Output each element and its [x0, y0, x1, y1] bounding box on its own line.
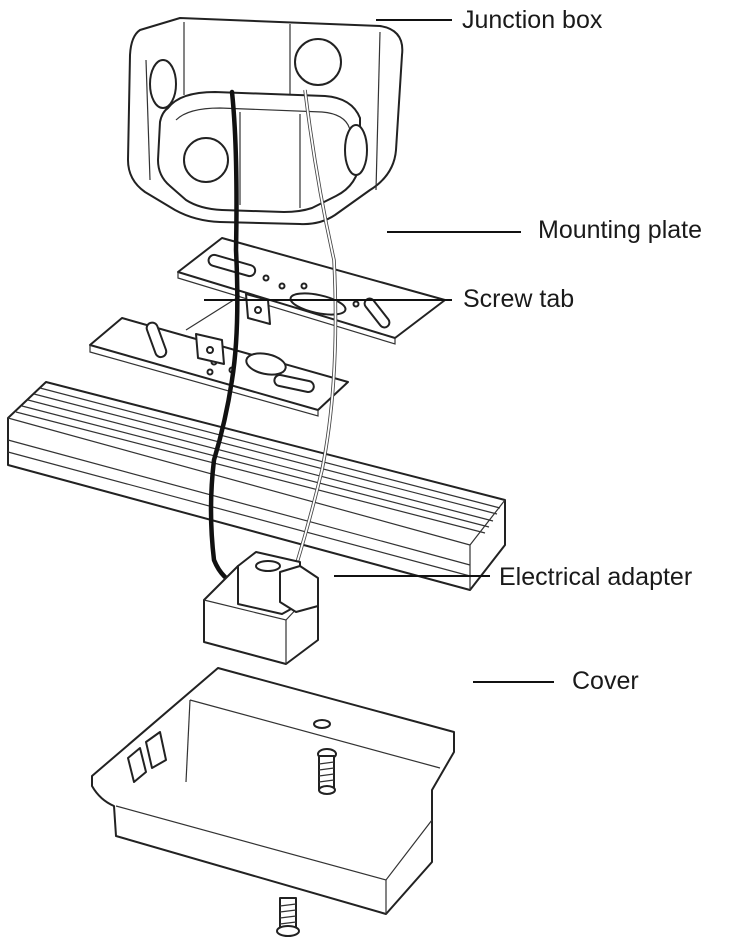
electrical-adapter-label: Electrical adapter [499, 563, 693, 591]
screw-lower [276, 897, 300, 937]
wires [208, 89, 338, 589]
cover-part [91, 667, 455, 915]
junction-box-part [127, 17, 404, 226]
junction-box-label: Junction box [462, 6, 603, 34]
cover-label: Cover [572, 667, 639, 695]
mounting-plate-label: Mounting plate [538, 216, 703, 244]
screw-upper [317, 748, 337, 795]
lower-mounting-plate-part [89, 317, 349, 417]
electrical-adapter-part [203, 551, 319, 665]
mounting-plate-part [177, 237, 446, 345]
screw-tab-label: Screw tab [463, 285, 575, 313]
screw-tab-part [185, 293, 271, 365]
